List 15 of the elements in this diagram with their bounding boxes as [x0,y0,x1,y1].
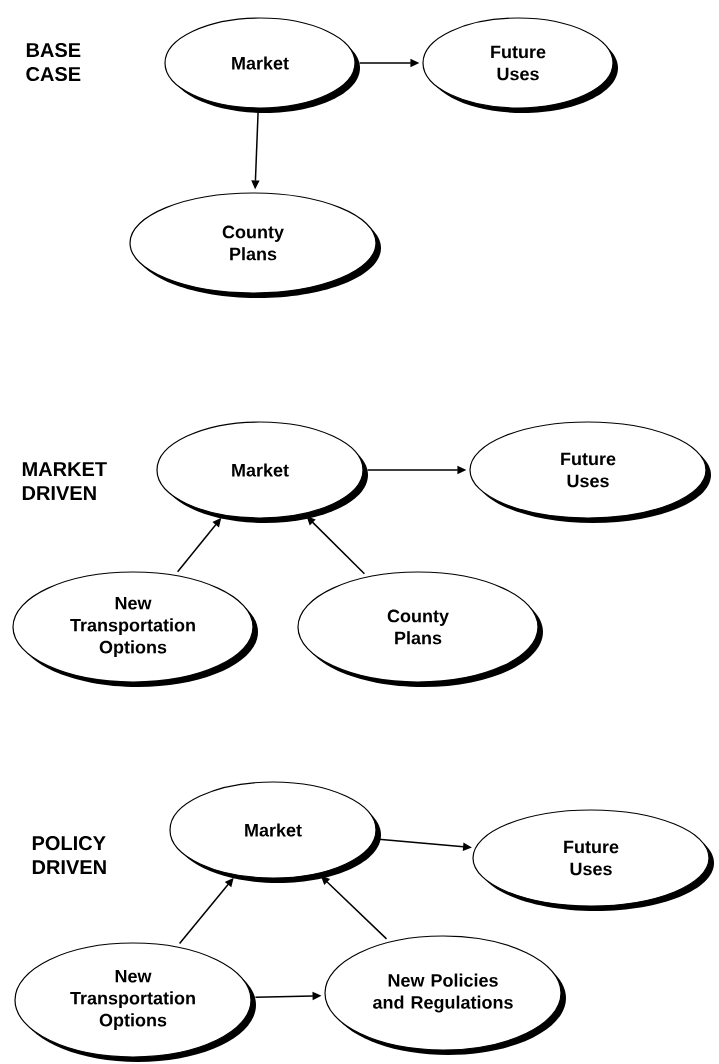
arrow [306,516,366,575]
ellipse-node: Future Uses [472,809,714,911]
section-label: MARKET DRIVEN [22,462,107,500]
ellipse-node: Market [164,17,360,113]
ellipse-node: Future Uses [422,17,618,113]
ellipse-node: County Plans [129,192,381,298]
section-label: BASE CASE [26,42,81,82]
section-label: POLICY DRIVEN [32,836,106,874]
ellipse-node: New Policies and Regulations [324,935,566,1055]
ellipse-node: New Transportation Options [12,571,258,687]
ellipse-node: Market [156,421,368,523]
ellipse-node: County Plans [297,571,543,687]
ellipse-node: New Transportation Options [14,942,256,1062]
ellipse-node: Market [169,781,381,883]
ellipse-node: Future Uses [469,421,711,523]
